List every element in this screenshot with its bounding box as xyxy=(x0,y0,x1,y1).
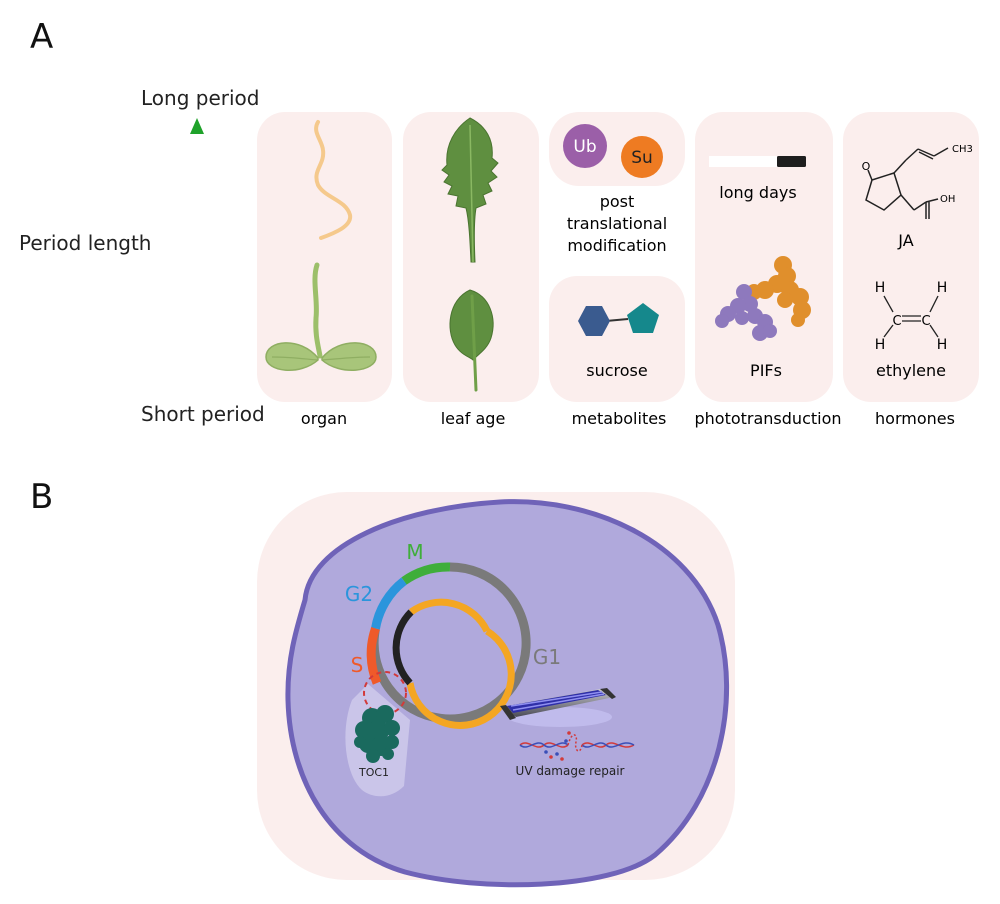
ub-badge-icon xyxy=(563,124,607,168)
s-phase-label: S xyxy=(351,653,364,677)
m-phase-label: M xyxy=(406,540,423,564)
ja-oh-label: OH xyxy=(940,194,955,205)
card-label-leaf-age: leaf age xyxy=(441,409,506,428)
ub-badge-label: Ub xyxy=(573,137,596,157)
card-label-phototransduction: phototransduction xyxy=(694,409,841,428)
su-badge-icon xyxy=(621,136,663,178)
ptm-text-line-3: modification xyxy=(567,236,666,255)
magnifier-circle xyxy=(363,671,407,715)
young-leaf-icon xyxy=(449,289,494,392)
card-hormones: O CH3 OH JA H H H H C C ethylene hormone… xyxy=(843,112,979,428)
ja-label: JA xyxy=(897,231,913,250)
pifs-protein-icon xyxy=(715,256,811,341)
panel-a-letter: A xyxy=(30,17,53,57)
m-phase-arc xyxy=(401,562,451,585)
mature-leaf-icon xyxy=(441,117,499,263)
long-days-label: long days xyxy=(719,183,796,202)
ptm-text-line-1: post xyxy=(600,192,635,211)
long-period-label: Long period xyxy=(141,86,259,110)
ja-oxygen-label: O xyxy=(862,160,871,173)
g1-phase-arc xyxy=(369,562,531,724)
s-phase-arc xyxy=(366,627,382,685)
card-organ: organ xyxy=(257,112,392,428)
card-label-hormones: hormones xyxy=(875,409,955,428)
long-days-bar-icon xyxy=(709,156,806,167)
hypocotyl-icon xyxy=(312,262,323,359)
svg-text:H: H xyxy=(875,337,886,353)
svg-text:H: H xyxy=(937,280,948,296)
card-leaf-age: leaf age xyxy=(403,112,539,428)
card-label-organ: organ xyxy=(301,409,347,428)
svg-text:C: C xyxy=(921,314,930,329)
uv-lamp-icon xyxy=(500,688,616,727)
ethylene-label: ethylene xyxy=(876,361,946,380)
toc1-label: TOC1 xyxy=(358,766,389,779)
cell-cycle-ring xyxy=(366,562,531,724)
ethylene-structure-icon: H H H H C C xyxy=(875,280,948,353)
period-length-label: Period length xyxy=(19,231,151,255)
inner-ring xyxy=(392,598,515,729)
sucrose-label: sucrose xyxy=(586,361,647,380)
card-label-metabolites: metabolites xyxy=(572,409,667,428)
svg-text:H: H xyxy=(937,337,948,353)
period-axis-arrow xyxy=(190,118,204,395)
short-period-label: Short period xyxy=(141,402,265,426)
toc1-protein-icon xyxy=(354,705,400,763)
g1-phase-label: G1 xyxy=(533,645,561,669)
uv-damage-repair-label: UV damage repair xyxy=(516,764,625,778)
root-icon xyxy=(314,120,353,240)
sucrose-molecule-icon xyxy=(578,303,659,336)
damaged-nucleotides-icon xyxy=(544,731,571,761)
g2-phase-arc xyxy=(371,577,407,630)
ja-ch3-label: CH3 xyxy=(952,144,973,155)
card-phototransduction: long days PIFs phototransduction xyxy=(694,112,842,428)
su-badge-label: Su xyxy=(631,148,653,168)
card-metabolites: sucrose metabolites xyxy=(549,276,685,428)
panel-b-letter: B xyxy=(30,477,53,517)
arrow-head-icon xyxy=(190,118,204,134)
svg-text:C: C xyxy=(892,314,901,329)
svg-text:H: H xyxy=(875,280,886,296)
ptm-text-line-2: translational xyxy=(567,214,667,233)
pifs-label: PIFs xyxy=(750,361,782,380)
ja-structure-icon xyxy=(865,147,949,219)
card-ptm: Ub Su post translational modification xyxy=(549,112,685,255)
dna-damage-icon xyxy=(519,734,635,752)
cotyledons-icon xyxy=(265,342,377,372)
g2-phase-label: G2 xyxy=(345,582,373,606)
